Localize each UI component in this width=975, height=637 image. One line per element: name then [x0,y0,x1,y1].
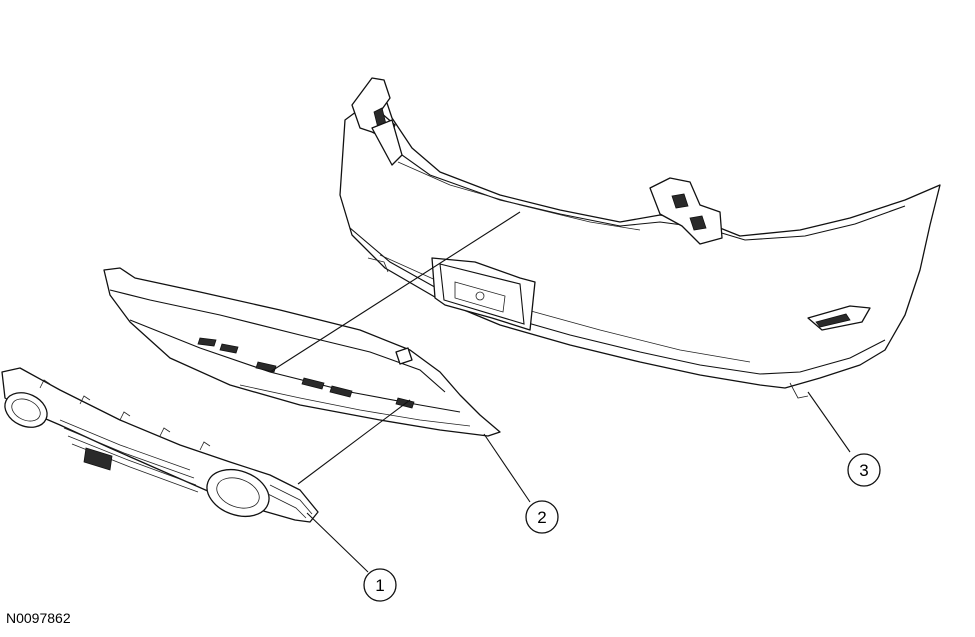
figure-id: N0097862 [6,610,71,626]
callout-1: 1 [363,568,397,602]
callout-2-label: 2 [537,508,546,527]
callout-3-label: 3 [859,461,868,480]
leader-lines [269,211,851,573]
callout-1-label: 1 [375,576,384,595]
callout-3: 3 [847,453,881,487]
grille [1,367,319,523]
front-bumper-cover [339,77,941,399]
callout-2: 2 [525,500,559,534]
